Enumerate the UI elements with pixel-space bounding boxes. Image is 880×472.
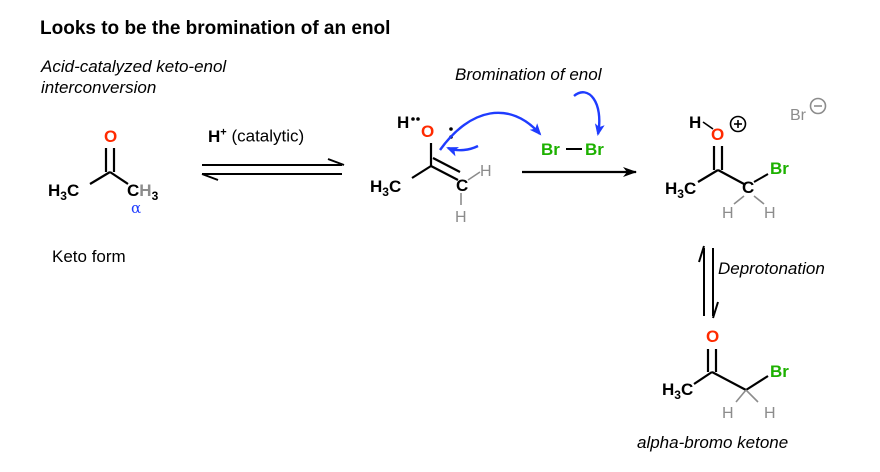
keto-form-label: Keto form [52, 247, 126, 266]
equilibrium-arrow-2 [698, 245, 719, 319]
catalyst-text: (catalytic) [231, 126, 305, 146]
oxocarbenium-intermediate: H O H3C C Br H H Br [665, 97, 827, 222]
bromine-molecule: Br Br [541, 91, 605, 159]
alpha-label: α [131, 199, 141, 217]
subtitle: Acid-catalyzed keto-enol interconversion [41, 56, 226, 98]
svg-text:C: C [456, 176, 468, 195]
svg-text:H: H [722, 405, 734, 422]
enol-molecule: H O H3C C H H [370, 111, 542, 226]
svg-text:Br: Br [585, 140, 604, 159]
svg-text:H3C: H3C [48, 181, 79, 203]
svg-text:Br: Br [790, 107, 807, 124]
svg-text:H: H [480, 163, 492, 180]
curved-arrow-br-br [573, 91, 605, 136]
svg-text:C: C [742, 178, 754, 197]
page-title: Looks to be the bromination of an enol [40, 18, 391, 39]
product-label: alpha-bromo ketone [637, 433, 789, 452]
acetone-molecule: O H3C CH3 α [48, 127, 159, 217]
subtitle-line-2: interconversion [41, 78, 157, 97]
svg-text:Br: Br [541, 140, 560, 159]
svg-text:H3C: H3C [370, 177, 401, 199]
svg-text:H: H [764, 205, 776, 222]
svg-text:H: H [722, 205, 734, 222]
svg-text:H: H [764, 405, 776, 422]
curved-arrow-to-br [439, 111, 542, 151]
enol-bromination-label: Bromination of enol [455, 65, 602, 84]
acetone-oxygen: O [104, 127, 117, 146]
svg-text:Br: Br [770, 362, 789, 381]
svg-text:H3C: H3C [662, 380, 693, 402]
svg-text:H: H [689, 113, 701, 132]
svg-text:CH3: CH3 [127, 181, 159, 203]
svg-text:O: O [706, 327, 719, 346]
catalyst-label: H+ (catalytic) [208, 126, 305, 146]
svg-text:H: H [397, 113, 409, 132]
svg-text:Br: Br [770, 159, 789, 178]
svg-text:O: O [711, 125, 724, 144]
deprotonation-label: Deprotonation [718, 259, 825, 278]
enol-oxygen: O [421, 122, 434, 141]
alpha-bromo-ketone-molecule: O H3C Br H H [662, 327, 789, 422]
curved-arrow-lone-pair [446, 144, 479, 157]
equilibrium-arrow-1 [201, 158, 345, 181]
svg-text:H3C: H3C [665, 179, 696, 201]
svg-text:H: H [455, 209, 467, 226]
subtitle-line-1: Acid-catalyzed keto-enol [41, 57, 227, 76]
